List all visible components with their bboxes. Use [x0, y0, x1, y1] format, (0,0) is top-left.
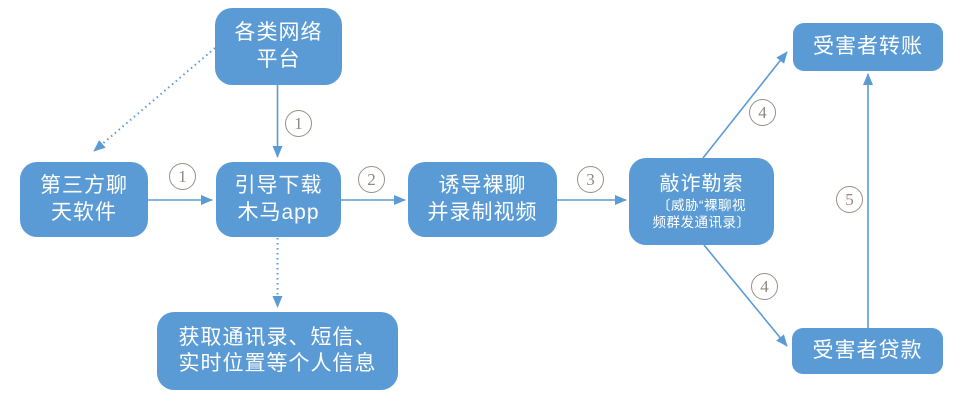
node-nude-chat-record-label: 诱导裸聊 并录制视频 [427, 174, 538, 224]
edge-number-blackmail-to-loan: 4 [751, 273, 778, 300]
node-trojan-app: 引导下载 木马app [216, 162, 341, 237]
node-nude-chat-record: 诱导裸聊 并录制视频 [408, 162, 557, 237]
edge-number-nudechat-to-blackmail: 3 [577, 166, 604, 193]
node-blackmail-label: 敲诈勒索 [659, 172, 744, 195]
edge-number-blackmail-to-transfer: 4 [749, 99, 776, 126]
node-trojan-app-label: 引导下载 木马app [234, 174, 323, 224]
node-victim-transfer: 受害者转账 [793, 23, 943, 71]
node-personal-info-label: 获取通讯录、短信、 实时位置等个人信息 [178, 325, 377, 375]
node-platforms: 各类网络 平台 [215, 8, 342, 85]
node-victim-loan-label: 受害者贷款 [812, 338, 923, 362]
node-third-party-chat-label: 第三方聊 天软件 [40, 174, 128, 224]
edge-blackmail-to-victim-transfer [702, 51, 788, 159]
edge-number-platforms-to-trojan-app: 1 [285, 110, 312, 137]
node-third-party-chat: 第三方聊 天软件 [20, 162, 148, 237]
edge-number-trojan-to-nudechat: 2 [358, 166, 385, 193]
node-blackmail: 敲诈勒索 〔威胁“裸聊视 频群发通讯录〕 [629, 158, 774, 245]
edge-number-chat-to-trojan-app: 1 [169, 163, 196, 190]
edge-platforms-to-third-party-chat [93, 47, 216, 152]
node-platforms-label: 各类网络 平台 [234, 21, 323, 71]
node-blackmail-sublabel: 〔威胁“裸聊视 频群发通讯录〕 [652, 197, 751, 230]
node-personal-info: 获取通讯录、短信、 实时位置等个人信息 [157, 312, 398, 390]
node-victim-loan: 受害者贷款 [792, 328, 943, 374]
edge-number-loan-to-transfer: 5 [836, 186, 863, 213]
node-victim-transfer-label: 受害者转账 [813, 34, 923, 58]
